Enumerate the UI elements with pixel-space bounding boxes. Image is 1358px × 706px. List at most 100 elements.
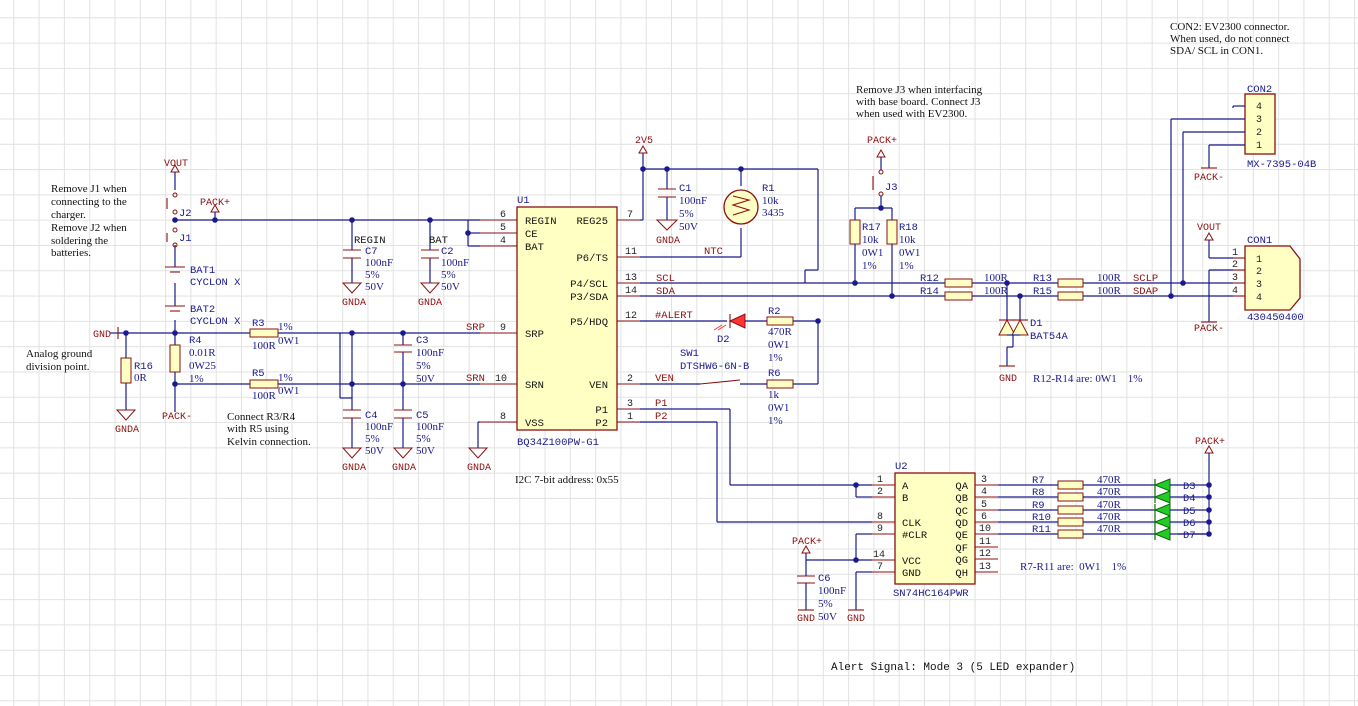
vout-label: VOUT xyxy=(1197,223,1221,234)
con1-pin-num: 2 xyxy=(1232,260,1238,271)
r5-val: 1% xyxy=(278,372,293,384)
gnd-label: GND xyxy=(847,614,865,625)
net-p1: P1 xyxy=(655,398,668,410)
r12-ref: R12 xyxy=(920,273,939,285)
c3-ref: C3 xyxy=(416,335,429,347)
u1-pin-name: P6/TS xyxy=(576,253,608,265)
u1-pin-name: BAT xyxy=(525,242,544,254)
c3-val: 50V xyxy=(416,373,435,385)
net-ven: VEN xyxy=(655,373,674,385)
notes: CON2: EV2300 connector. When used, do no… xyxy=(26,21,1290,674)
gnda-label: GNDA xyxy=(115,425,139,436)
gnda-label: GNDA xyxy=(467,463,491,474)
u2-pin-num: 5 xyxy=(981,500,987,511)
u2-pin-num: 7 xyxy=(877,562,883,573)
r12-val: 100R xyxy=(984,272,1009,284)
u1-pin-num: 9 xyxy=(500,323,506,334)
alert-section: #ALERT D2 R2 470R 0W1 1% SW1 DTSHW6-6N-B… xyxy=(640,306,821,427)
led-ref: D7 xyxy=(1183,530,1196,542)
con2-note: CON2: EV2300 connector. xyxy=(1170,21,1290,33)
bat1-val: CYCLON X xyxy=(190,277,241,289)
j1j2-note: connecting to the xyxy=(51,196,127,208)
c3-val: 100nF xyxy=(416,347,444,359)
u1-pin-num: 2 xyxy=(627,374,633,385)
alert-note: Alert Signal: Mode 3 (5 LED expander) xyxy=(831,662,1075,674)
r18-val: 10k xyxy=(899,234,916,246)
con2-pin-label: 2 xyxy=(1256,128,1262,139)
pack-plus-label: PACK+ xyxy=(1195,437,1225,448)
r17-val: 1% xyxy=(862,260,877,272)
led-resistor-val: 470R xyxy=(1097,486,1122,498)
u2-ref: U2 xyxy=(895,461,908,473)
u2-pin-name: GND xyxy=(902,568,921,580)
u2-pin-name: QA xyxy=(955,481,968,493)
c1-val: 5% xyxy=(679,208,694,220)
con2-connector: CON2 MX-7395-04B 4 3 2 1 PACK- xyxy=(1170,84,1316,296)
c7-ref: C7 xyxy=(365,246,378,258)
r13-ref: R13 xyxy=(1033,273,1052,285)
led-diode xyxy=(1153,503,1171,517)
u1-pin-num: 8 xyxy=(500,412,506,423)
led-resistor-val: 470R xyxy=(1097,499,1122,511)
pack-minus-label: PACK- xyxy=(162,412,192,423)
u2-pin-name: CLK xyxy=(902,518,922,530)
led-resistor-ref: R7 xyxy=(1032,475,1045,487)
u2-pin-num: 6 xyxy=(981,512,987,523)
j1-ref: J1 xyxy=(179,233,192,245)
c7-val: 5% xyxy=(365,269,380,281)
junction-dot xyxy=(1206,482,1212,488)
gnd-label: GND xyxy=(93,330,111,341)
u2-pin-num: 2 xyxy=(877,487,883,498)
d1-diode: GND D1 BAT54A xyxy=(998,283,1069,385)
j1j2-note: batteries. xyxy=(51,247,91,259)
c6-ref: C6 xyxy=(818,573,831,585)
u1-ref: U1 xyxy=(517,195,530,207)
i2c-bus: R12 100R R14 100R R13 100R R15 100R SCL … xyxy=(640,269,1233,301)
r3-r5-resistors: R3 1% 100R 0W1 R5 1% 100R 0W1 xyxy=(249,318,299,402)
j1j2-note: soldering the xyxy=(51,235,108,247)
u2-pin-name: QG xyxy=(955,555,968,567)
u2-pin-name: #CLR xyxy=(902,530,928,542)
r5-val: 100R xyxy=(252,390,277,402)
r4-shunt: R4 0.01R 0W25 1% xyxy=(169,335,216,385)
c3-val: 5% xyxy=(416,360,431,372)
net-bat: BAT xyxy=(429,235,448,247)
u1-pin-name: VEN xyxy=(589,380,608,392)
u1-pin-name: P1 xyxy=(595,405,608,417)
u2-pin-num: 13 xyxy=(979,562,991,573)
r2-val: 1% xyxy=(768,352,783,364)
c2-val: 50V xyxy=(441,281,460,293)
u2-part: SN74HC164PWR xyxy=(893,588,969,600)
sw1-ref: SW1 xyxy=(680,348,699,360)
i2c-note: I2C 7-bit address: 0x55 xyxy=(515,474,619,486)
r17-val: 10k xyxy=(862,234,879,246)
con2-ref: CON2 xyxy=(1247,84,1272,96)
u1-pin-name: P2 xyxy=(595,418,608,430)
d1-val: BAT54A xyxy=(1030,331,1069,343)
r5-ref: R5 xyxy=(252,368,265,380)
c5-val: 50V xyxy=(416,445,435,457)
con2-note: When used, do not connect xyxy=(1170,33,1289,45)
power-flags: VOUT PACK+ PACK- GND xyxy=(93,159,230,423)
u1-pin-num: 7 xyxy=(627,210,633,221)
u2-right-pins: 3 4 5 6 10 11 12 13 QA QB QC QD QE QF QG… xyxy=(955,475,998,580)
v25-label: 2V5 xyxy=(635,136,653,147)
r18-ref: R18 xyxy=(899,222,918,234)
u1-pin-name: P4/SCL xyxy=(570,279,608,291)
u1-pin-num: 14 xyxy=(625,286,637,297)
u1-pin-name: P3/SDA xyxy=(570,292,609,304)
c7-val: 50V xyxy=(365,281,384,293)
con1-pin-label: 1 xyxy=(1256,255,1262,266)
c4-val: 50V xyxy=(365,445,384,457)
u1-part: BQ34Z100PW-G1 xyxy=(517,437,599,449)
c2-val: 100nF xyxy=(441,257,469,269)
bat2-ref: BAT2 xyxy=(190,304,215,316)
con2-note: SDA/ SCL in CON1. xyxy=(1170,45,1263,57)
vout-label: VOUT xyxy=(164,159,188,170)
r16-ref: R16 xyxy=(134,361,153,373)
u2-pin-name: VCC xyxy=(902,556,921,568)
r17-val: 0W1 xyxy=(862,247,883,259)
u1-pin-num: 1 xyxy=(627,412,633,423)
j1j2-note: Remove J1 when xyxy=(51,183,127,195)
